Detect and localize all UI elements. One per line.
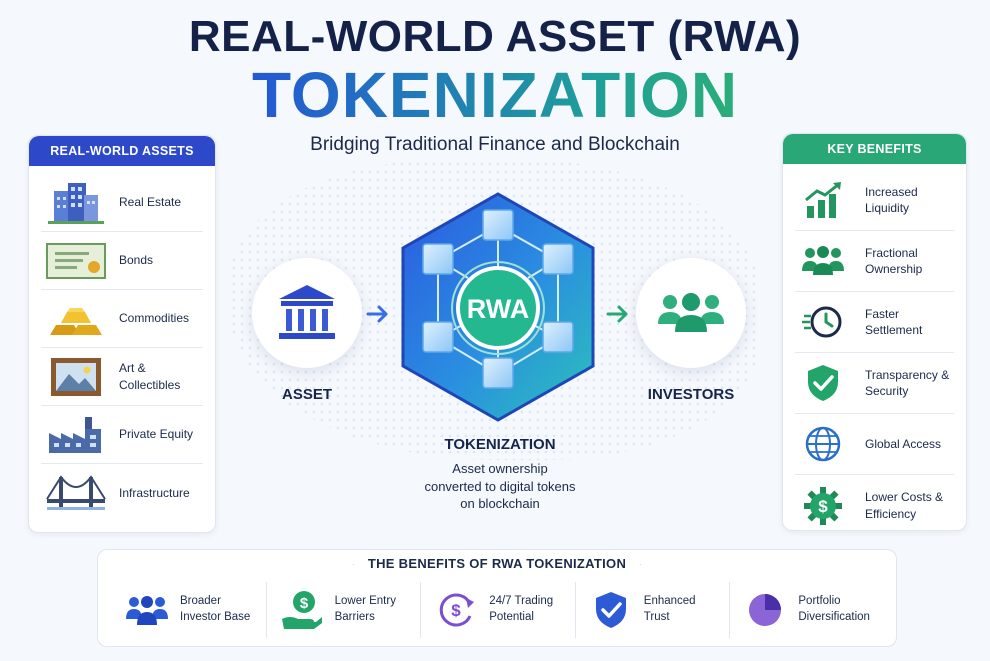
hand-coin-icon: $ (279, 588, 325, 632)
investors-group-icon (658, 293, 724, 332)
real-world-assets-panel: REAL-WORLD ASSETS Real Estate Bonds (28, 135, 216, 533)
key-benefits-panel: KEY BENEFITS Increased Liquidity Fractio… (782, 133, 967, 531)
list-item: $ 24/7 Trading Potential (421, 582, 576, 638)
list-item: Transparency & Security (795, 353, 954, 414)
list-item: Bonds (41, 232, 203, 290)
benefit-label: Portfolio Diversification (798, 595, 870, 623)
page-subtitle: Bridging Traditional Finance and Blockch… (310, 134, 680, 155)
svg-text:$: $ (451, 601, 461, 620)
list-item: Fractional Ownership (795, 231, 954, 292)
pie-chart-icon (742, 588, 788, 632)
cycle-dollar-icon: $ (433, 588, 479, 632)
page-title-highlight: TOKENIZATION (0, 58, 990, 132)
benefit-label: Fractional Ownership (865, 245, 923, 276)
asset-label: Bonds (119, 253, 154, 268)
list-item: Real Estate (41, 174, 203, 232)
benefits-summary-box: THE BENEFITS OF RWA TOKENIZATION Broader… (97, 549, 897, 647)
asset-label: Real Estate (119, 195, 182, 210)
investors-icon (124, 588, 170, 632)
building-icon (41, 181, 111, 225)
gold-bars-icon (41, 297, 111, 341)
rwa-hub-label: RWA (466, 294, 530, 324)
shield-check-icon (588, 588, 634, 632)
benefit-label: Transparency & Security (865, 367, 950, 398)
benefits-summary-heading: THE BENEFITS OF RWA TOKENIZATION (98, 556, 896, 571)
benefit-label: Lower Costs & Efficiency (865, 490, 944, 521)
benefit-label: Enhanced Trust (643, 595, 696, 623)
asset-label: ASSET (281, 386, 332, 403)
panel-heading: KEY BENEFITS (783, 134, 966, 164)
list-item: Infrastructure (41, 464, 203, 522)
benefit-label: Increased Liquidity (865, 184, 918, 215)
svg-text:$: $ (299, 595, 308, 612)
bridge-icon (41, 471, 111, 515)
list-item: Portfolio Diversification (730, 582, 884, 638)
list-item: Commodities (41, 290, 203, 348)
page-title: REAL-WORLD ASSET (RWA) (188, 12, 802, 61)
svg-text:$: $ (818, 497, 828, 516)
fast-clock-icon (795, 300, 851, 344)
asset-label: Art & Collectibles (119, 361, 181, 392)
asset-label: Private Equity (119, 427, 194, 442)
tokenization-description: Asset ownership converted to digital tok… (424, 461, 576, 512)
tokenization-title: TOKENIZATION (444, 436, 556, 453)
asset-circle (252, 258, 362, 368)
benefit-label: Global Access (865, 436, 942, 451)
bank-icon (279, 285, 335, 339)
arrow-right-icon (366, 305, 388, 323)
list-item: Global Access (795, 414, 954, 475)
list-item: Enhanced Trust (576, 582, 731, 638)
growth-chart-icon (795, 178, 851, 222)
panel-heading: REAL-WORLD ASSETS (29, 136, 215, 166)
factory-icon (41, 413, 111, 457)
people-group-icon (795, 239, 851, 283)
list-item: $ Lower Costs & Efficiency (795, 475, 954, 536)
painting-icon (41, 355, 111, 399)
benefit-label: Lower Entry Barriers (334, 595, 396, 623)
investors-circle (636, 258, 746, 368)
list-item: Private Equity (41, 406, 203, 464)
list-item: Art & Collectibles (41, 348, 203, 406)
investors-label: INVESTORS (647, 386, 735, 403)
list-item: Increased Liquidity (795, 170, 954, 231)
asset-label: Infrastructure (119, 485, 190, 500)
benefit-label: Broader Investor Base (180, 595, 251, 623)
asset-label: Commodities (119, 311, 190, 326)
arrow-right-icon (606, 305, 628, 323)
shield-check-icon (795, 361, 851, 405)
list-item: Faster Settlement (795, 292, 954, 353)
benefit-label: 24/7 Trading Potential (489, 595, 554, 623)
benefit-label: Faster Settlement (865, 306, 923, 337)
globe-icon (795, 422, 851, 466)
list-item: $ Lower Entry Barriers (267, 582, 422, 638)
gear-dollar-icon: $ (795, 484, 851, 528)
certificate-icon (41, 239, 111, 283)
list-item: Broader Investor Base (112, 582, 267, 638)
tokenization-hub: RWA (393, 188, 603, 426)
